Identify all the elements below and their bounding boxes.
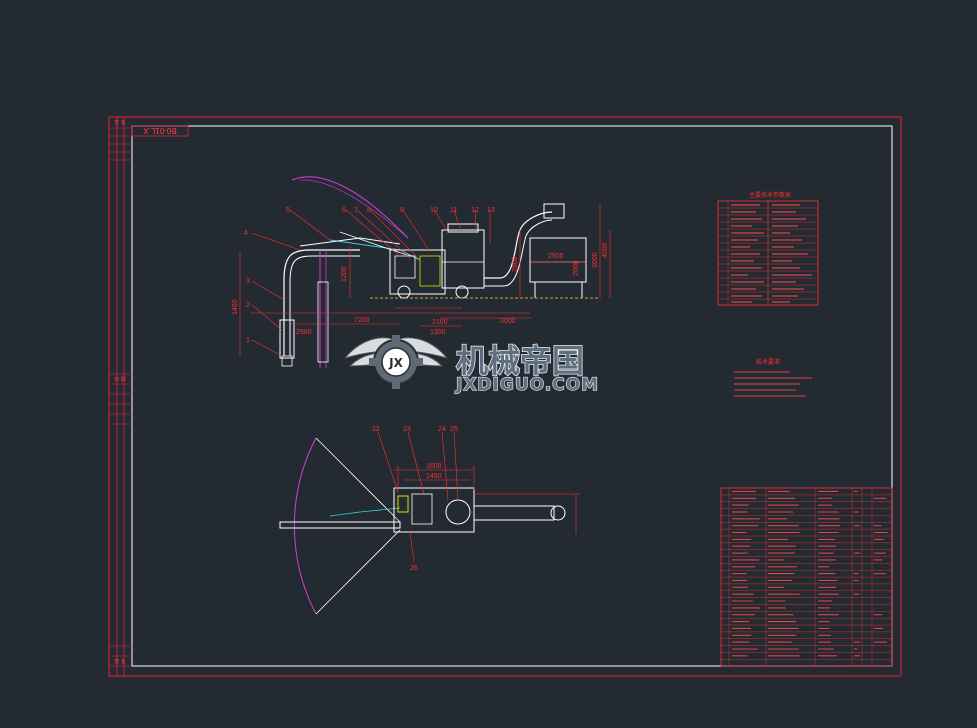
spec-table-title: 主要技术参数表 bbox=[749, 191, 791, 199]
part-number: 23 bbox=[403, 426, 411, 433]
side-label-mid: 日 期 bbox=[114, 377, 125, 383]
part-number: 25 bbox=[450, 426, 458, 433]
part-number: 5 bbox=[286, 207, 290, 214]
watermark-logo: JX 机械帝国 JXDIGUO.COM bbox=[345, 335, 599, 395]
part-number: 10 bbox=[430, 207, 438, 214]
dimension-text: 1300 bbox=[430, 329, 446, 336]
part-number: 2 bbox=[246, 302, 250, 309]
dimension-text: 1450 bbox=[426, 473, 442, 480]
dimension-text: 2000 bbox=[573, 260, 580, 276]
part-number: 3 bbox=[246, 278, 250, 285]
part-number: 24 bbox=[438, 426, 446, 433]
dimension-text: 2800 bbox=[512, 256, 519, 272]
parts-list-table bbox=[721, 488, 892, 666]
dimension-text: 2500 bbox=[548, 253, 564, 260]
dimension-text: 1600 bbox=[426, 463, 442, 470]
part-number: 1 bbox=[246, 337, 250, 344]
dimension-text: 3000 bbox=[500, 318, 516, 325]
part-number: 4 bbox=[244, 230, 248, 237]
side-label-top: 签 名 bbox=[114, 119, 125, 126]
top-view: 22 23 24 25 26 1600 1450 bbox=[280, 426, 580, 614]
tech-req-title: 技术要求 bbox=[756, 358, 780, 366]
drawing-code: B0-01L.X bbox=[143, 126, 177, 135]
dimension-text: 4000 bbox=[602, 242, 609, 258]
part-number: 26 bbox=[410, 565, 418, 572]
dimension-text: 3000 bbox=[592, 252, 599, 268]
part-number: 8 bbox=[367, 207, 371, 214]
dimension-text: 2100 bbox=[432, 319, 448, 326]
part-number: 12 bbox=[471, 207, 479, 214]
part-number: 22 bbox=[372, 426, 380, 433]
dimension-text: 1400 bbox=[232, 299, 239, 315]
watermark-subtitle: JXDIGUO.COM bbox=[455, 375, 599, 395]
part-number: 13 bbox=[487, 207, 495, 214]
part-number: 9 bbox=[400, 207, 404, 214]
part-number: 7 bbox=[354, 207, 358, 214]
side-label-bottom: 签 名 bbox=[114, 658, 125, 665]
dimension-text: 2900 bbox=[296, 329, 312, 336]
spec-table: 主要技术参数表 bbox=[718, 191, 818, 305]
part-number: 11 bbox=[450, 207, 457, 214]
part-number: 6 bbox=[342, 207, 346, 214]
technical-requirements: 技术要求 bbox=[734, 358, 812, 396]
svg-text:JX: JX bbox=[388, 356, 403, 370]
dimension-text: 7200 bbox=[354, 317, 370, 324]
dimension-text: 1200 bbox=[341, 266, 348, 282]
